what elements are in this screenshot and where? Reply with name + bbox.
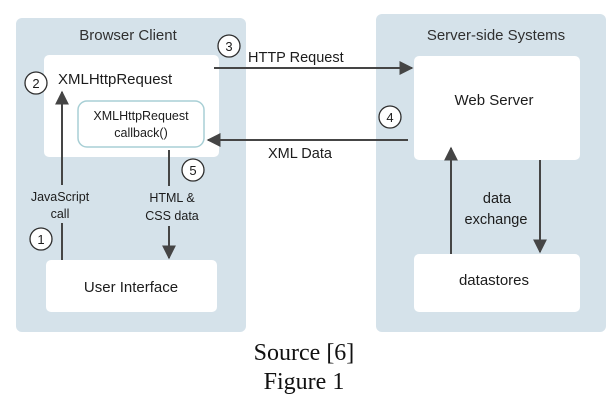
user-interface-box xyxy=(46,260,217,312)
step-3-circle xyxy=(217,34,241,58)
datastores-label: datastores xyxy=(459,272,529,289)
server-side-title: Server-side Systems xyxy=(427,27,565,44)
browser-client-title: Browser Client xyxy=(79,27,177,44)
user-interface-label: User Interface xyxy=(84,279,178,296)
data-exchange-label-mask xyxy=(455,186,537,230)
javascript-call-label-line1: JavaScript xyxy=(31,190,90,204)
caption-source: Source [6] xyxy=(253,340,355,366)
data-exchange-label-line2: exchange xyxy=(465,212,528,228)
step-3-number: 3 xyxy=(225,39,232,54)
xml-data-label: XML Data xyxy=(268,146,333,162)
caption-figure: Figure 1 xyxy=(263,369,345,395)
web-server-label: Web Server xyxy=(455,92,534,109)
callback-label-line2: callback() xyxy=(114,126,168,140)
step-4-number: 4 xyxy=(386,110,393,125)
javascript-call-label-mask xyxy=(26,185,96,223)
step-5-circle xyxy=(181,158,205,182)
html-css-label-line2: CSS data xyxy=(145,209,199,223)
web-server-box xyxy=(414,56,580,160)
step-1-circle xyxy=(29,227,53,251)
xmlhttprequest-label: XMLHttpRequest xyxy=(58,71,173,88)
step-2-circle xyxy=(24,71,48,95)
data-exchange-label-line1: data xyxy=(483,191,512,207)
step-5-number: 5 xyxy=(189,163,196,178)
step-2-number: 2 xyxy=(32,76,39,91)
html-css-label-line1: HTML & xyxy=(149,191,195,205)
datastores-box xyxy=(414,254,580,312)
step-1-number: 1 xyxy=(37,232,44,247)
http-request-label: HTTP Request xyxy=(248,50,344,66)
callback-box xyxy=(77,100,205,148)
html-css-label-mask xyxy=(140,186,204,226)
step-4-circle xyxy=(378,105,402,129)
callback-label-line1: XMLHttpRequest xyxy=(93,109,189,123)
ajax-architecture-diagram: Browser Client Server-side Systems XMLHt… xyxy=(16,14,606,332)
javascript-call-label-line2: call xyxy=(51,207,70,221)
